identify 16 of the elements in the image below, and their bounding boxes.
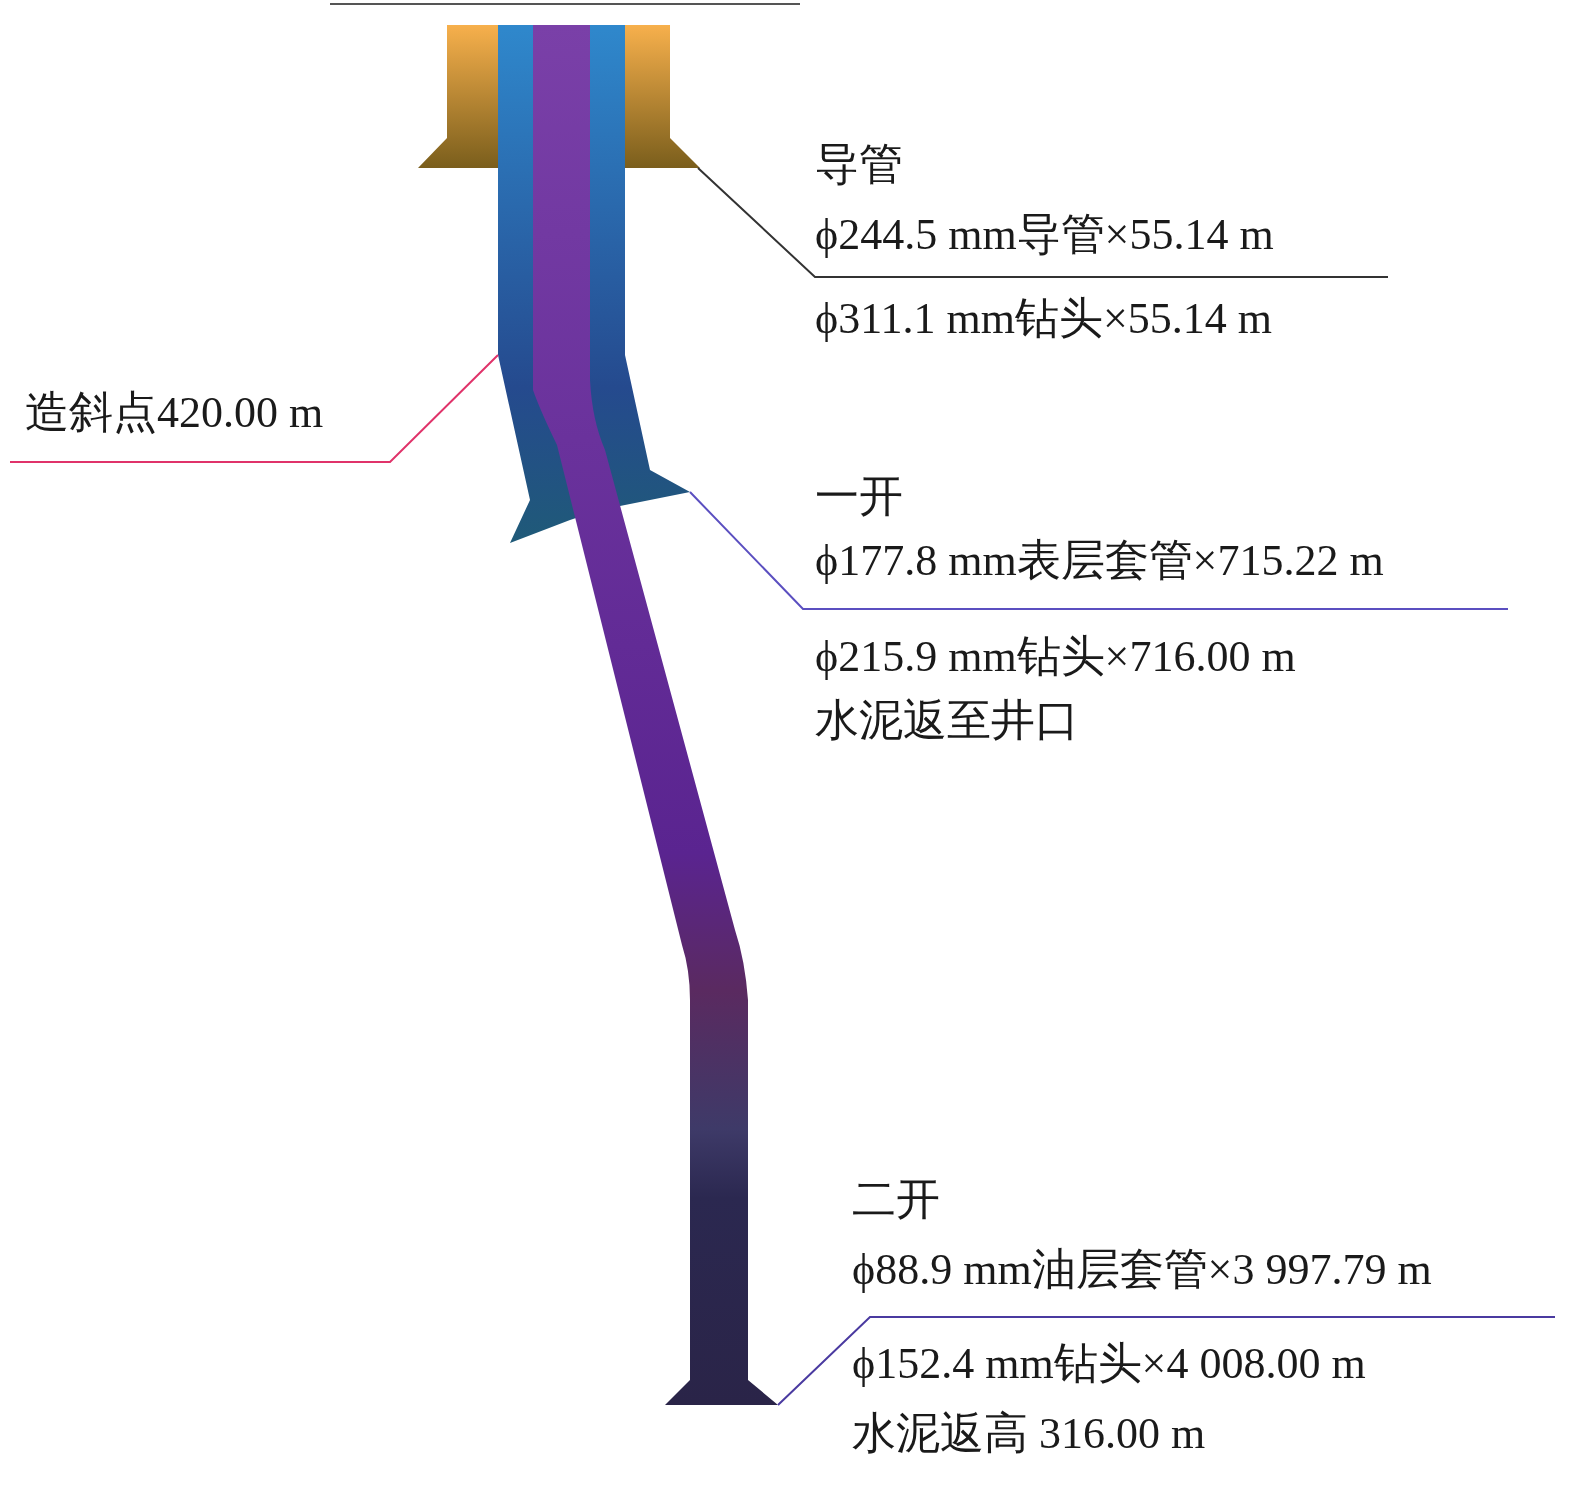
annotation-text: ϕ177.8 mm表层套管×715.22 m [815, 535, 1384, 587]
annotation-text: ϕ215.9 mm钻头×716.00 m [815, 631, 1296, 683]
annotation-text: ϕ311.1 mm钻头×55.14 m [815, 293, 1272, 345]
annotation-text: ϕ244.5 mm导管×55.14 m [815, 209, 1274, 261]
leader-line [697, 167, 1389, 278]
leader-line [9, 354, 499, 463]
annotation-text: 导管 [815, 139, 903, 191]
annotation-text: 水泥返高 316.00 m [852, 1408, 1206, 1460]
annotation-text: ϕ152.4 mm钻头×4 008.00 m [852, 1338, 1366, 1390]
annotation-text: 一开 [815, 471, 903, 523]
leader-line [689, 491, 1509, 610]
annotation-text: 水泥返至井口 [815, 695, 1079, 747]
leader-line [777, 1316, 1556, 1406]
annotation-text: ϕ88.9 mm油层套管×3 997.79 m [852, 1244, 1432, 1296]
annotation-text: 二开 [852, 1174, 940, 1226]
annotation-text: 造斜点420.00 m [25, 387, 324, 439]
